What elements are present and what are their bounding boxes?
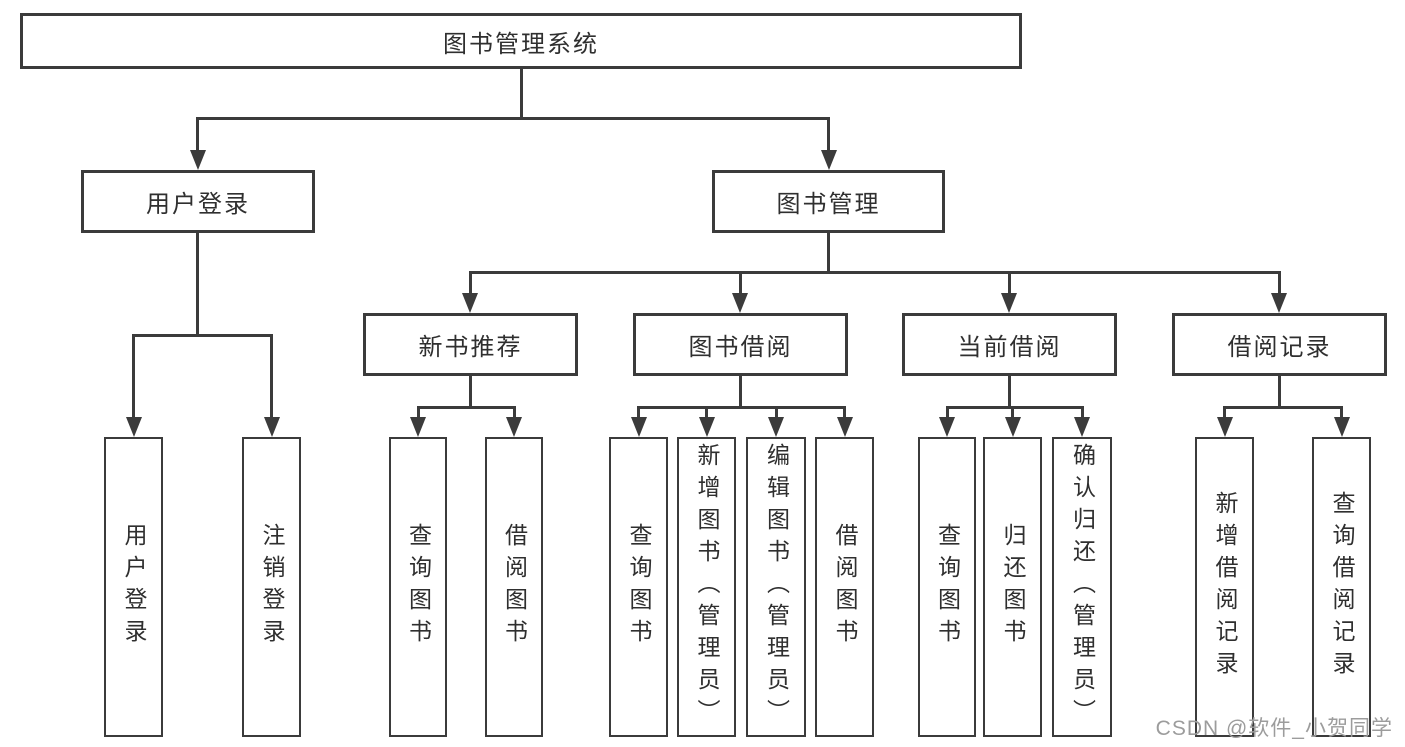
connector-line xyxy=(827,233,830,273)
connector-line xyxy=(946,406,1083,409)
node-book-borrow: 图书借阅 xyxy=(633,313,848,376)
leaf-add-borrow-record-label: 新增借阅记录 xyxy=(1212,491,1238,683)
connector-line xyxy=(1340,406,1343,419)
leaf-borrow-book-newrec: 借阅图书 xyxy=(485,437,543,737)
arrow-down-icon xyxy=(1005,417,1021,437)
leaf-return-book: 归还图书 xyxy=(983,437,1042,737)
connector-line xyxy=(739,376,742,408)
node-book-management-label: 图书管理 xyxy=(776,191,881,218)
arrow-down-icon xyxy=(939,417,955,437)
connector-line xyxy=(417,406,516,409)
node-root-label: 图书管理系统 xyxy=(443,30,599,58)
arrow-down-icon xyxy=(264,417,280,437)
leaf-logout: 注销登录 xyxy=(242,437,301,737)
arrow-down-icon xyxy=(699,417,715,437)
arrow-down-icon xyxy=(1271,293,1287,313)
node-new-book-recommend: 新书推荐 xyxy=(363,313,578,376)
leaf-user-login-label: 用户登录 xyxy=(121,523,147,651)
csdn-watermark: CSDN @软件_小贺同学 xyxy=(1155,717,1393,740)
connector-line xyxy=(739,271,742,295)
arrow-down-icon xyxy=(1217,417,1233,437)
arrow-down-icon xyxy=(1074,417,1090,437)
connector-line xyxy=(469,271,472,295)
connector-line xyxy=(1223,406,1342,409)
connector-line xyxy=(520,69,523,118)
connector-line xyxy=(827,117,830,153)
connector-line xyxy=(1278,376,1281,408)
arrow-down-icon xyxy=(126,417,142,437)
connector-line xyxy=(705,406,708,419)
arrow-down-icon xyxy=(1334,417,1350,437)
node-book-borrow-label: 图书借阅 xyxy=(688,334,793,361)
leaf-return-book-label: 归还图书 xyxy=(1000,523,1026,651)
connector-line xyxy=(1081,406,1084,419)
arrow-down-icon xyxy=(462,293,478,313)
node-book-management: 图书管理 xyxy=(712,170,945,233)
arrow-down-icon xyxy=(190,150,206,170)
connector-line xyxy=(196,233,199,336)
connector-line xyxy=(196,117,199,153)
leaf-borrow-book-label: 借阅图书 xyxy=(832,523,858,651)
connector-line xyxy=(513,406,516,419)
arrow-down-icon xyxy=(732,293,748,313)
connector-line xyxy=(946,406,949,419)
node-current-borrow: 当前借阅 xyxy=(902,313,1117,376)
leaf-query-book-borrow-label: 查询图书 xyxy=(626,523,652,651)
leaf-query-borrow-record-label: 查询借阅记录 xyxy=(1329,491,1355,683)
connector-line xyxy=(637,406,640,419)
arrow-down-icon xyxy=(768,417,784,437)
connector-line xyxy=(270,334,273,418)
connector-line xyxy=(843,406,846,419)
arrow-down-icon xyxy=(821,150,837,170)
leaf-edit-book-admin: 编辑图书（管理员） xyxy=(746,437,806,737)
node-borrow-records-label: 借阅记录 xyxy=(1227,334,1332,361)
leaf-borrow-book-newrec-label: 借阅图书 xyxy=(501,523,528,651)
arrow-down-icon xyxy=(506,417,522,437)
connector-line xyxy=(1008,271,1011,295)
leaf-query-book-borrow: 查询图书 xyxy=(609,437,668,737)
connector-line xyxy=(1011,406,1014,419)
connector-line xyxy=(132,334,273,337)
arrow-down-icon xyxy=(837,417,853,437)
connector-line xyxy=(1278,271,1281,295)
connector-line xyxy=(417,406,420,419)
connector-line xyxy=(637,406,846,409)
leaf-borrow-book: 借阅图书 xyxy=(815,437,874,737)
leaf-query-book-current-label: 查询图书 xyxy=(934,523,961,651)
leaf-logout-label: 注销登录 xyxy=(259,523,285,651)
node-user-login: 用户登录 xyxy=(81,170,315,233)
connector-line xyxy=(469,376,472,408)
node-user-login-label: 用户登录 xyxy=(146,191,250,218)
arrow-down-icon xyxy=(410,417,426,437)
node-new-book-recommend-label: 新书推荐 xyxy=(418,334,523,361)
leaf-add-book-admin-label: 新增图书（管理员） xyxy=(694,443,720,731)
leaf-query-book-current: 查询图书 xyxy=(918,437,976,737)
leaf-query-book-newrec-label: 查询图书 xyxy=(405,523,432,651)
node-current-borrow-label: 当前借阅 xyxy=(957,334,1062,361)
connector-line xyxy=(132,334,135,418)
leaf-add-borrow-record: 新增借阅记录 xyxy=(1195,437,1254,737)
connector-line xyxy=(775,406,778,419)
connector-line xyxy=(469,271,1281,274)
connector-line xyxy=(1008,376,1011,408)
node-root: 图书管理系统 xyxy=(20,13,1022,69)
leaf-add-book-admin: 新增图书（管理员） xyxy=(677,437,736,737)
arrow-down-icon xyxy=(1001,293,1017,313)
leaf-edit-book-admin-label: 编辑图书（管理员） xyxy=(763,443,790,731)
leaf-confirm-return-admin-label: 确认归还（管理员） xyxy=(1069,443,1096,731)
connector-line xyxy=(1223,406,1226,419)
node-borrow-records: 借阅记录 xyxy=(1172,313,1387,376)
leaf-user-login: 用户登录 xyxy=(104,437,163,737)
leaf-confirm-return-admin: 确认归还（管理员） xyxy=(1052,437,1112,737)
arrow-down-icon xyxy=(631,417,647,437)
leaf-query-book-newrec: 查询图书 xyxy=(389,437,447,737)
connector-line xyxy=(197,117,830,120)
leaf-query-borrow-record: 查询借阅记录 xyxy=(1312,437,1371,737)
